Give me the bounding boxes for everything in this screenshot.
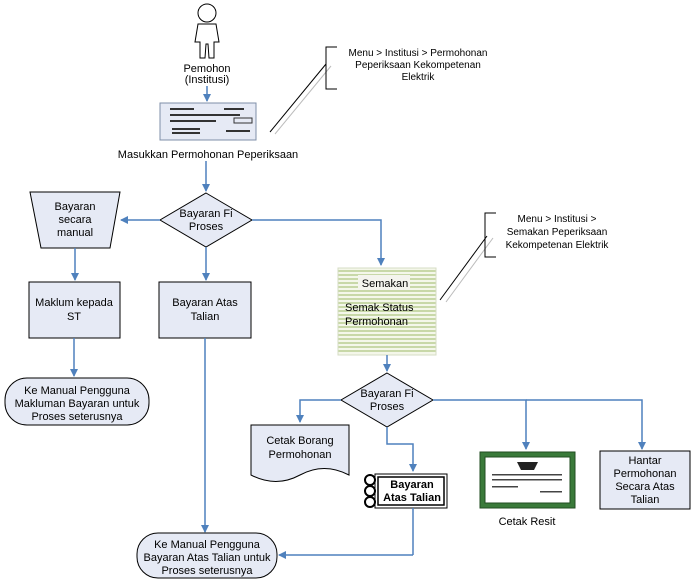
screen-stripe	[338, 306, 436, 308]
send-online-label: Hantar	[628, 455, 661, 467]
annotation-bracket	[325, 46, 337, 90]
manual-payment-label: secara	[58, 214, 92, 226]
flow-arrow	[296, 399, 341, 423]
screen-stripe	[338, 270, 436, 272]
screen-stripe	[338, 346, 436, 348]
screen-label: Semak Status	[345, 302, 414, 314]
send-online-label: Secara Atas	[615, 481, 675, 493]
online-payment-icon-label: Bayaran	[390, 479, 434, 491]
online-payment-icon	[364, 473, 448, 509]
screen-stripe	[338, 314, 436, 316]
screen-label: Permohonan	[345, 316, 408, 328]
annotation-top-text: Menu > Institusi > Permohonan	[349, 48, 488, 59]
manual-guide-2-label: Ke Manual Pengguna	[154, 539, 261, 551]
online-payment-node	[158, 281, 252, 339]
screen-stripe	[338, 318, 436, 320]
actor-label: (Institusi)	[185, 74, 230, 86]
annotation-mid-text: Semakan Peperiksaan	[507, 227, 608, 238]
decision-1-label: Bayaran Fi	[179, 208, 232, 220]
form-caption: Masukkan Permohonan Peperiksaan	[118, 149, 298, 161]
notify-st-label: Maklum kepada	[35, 297, 114, 309]
screen-title: Semakan	[362, 278, 408, 290]
print-form-label: Permohonan	[269, 449, 332, 461]
manual-guide-1-label: Proses seterusnya	[31, 411, 123, 423]
flow-arrow	[252, 219, 385, 266]
send-online-node	[599, 450, 691, 510]
annotation-connector	[439, 235, 488, 301]
manual-guide-1-label: Makluman Bayaran untuk	[15, 398, 140, 410]
manual-guide-1-label: Ke Manual Pengguna	[24, 385, 131, 397]
decision-2-label: Bayaran Fi	[360, 388, 413, 400]
screen-stripe	[338, 350, 436, 352]
screen-node	[337, 267, 437, 356]
screen-stripe	[338, 290, 436, 292]
screen-stripe	[338, 310, 436, 312]
send-online-label: Permohonan	[614, 468, 677, 480]
flow-arrow	[526, 399, 646, 450]
manual-payment-label: manual	[57, 227, 93, 239]
online-payment-label: Bayaran Atas	[172, 297, 238, 309]
decision-1	[159, 192, 253, 248]
decision-2-label: Proses	[370, 401, 405, 413]
flow-arrow	[433, 399, 530, 450]
manual-guide-2-node	[136, 532, 278, 579]
annotation-top-text: Peperiksaan Kekompetenan	[355, 60, 481, 71]
flow-arrow	[386, 427, 417, 472]
receipt-caption: Cetak Resit	[499, 516, 556, 528]
screen-stripe	[338, 330, 436, 332]
decision-2	[340, 372, 434, 428]
notify-st-node	[28, 281, 121, 339]
online-payment-label: Talian	[191, 311, 220, 323]
send-online-label: Talian	[631, 494, 660, 506]
annotation-connector	[445, 237, 494, 303]
notify-st-label: ST	[67, 311, 81, 323]
screen-stripe	[338, 294, 436, 296]
screen-stripe	[338, 326, 436, 328]
screen-stripe	[338, 298, 436, 300]
print-form-node	[250, 424, 350, 482]
online-payment-icon-label: Atas Talian	[383, 492, 441, 504]
annotation-bracket	[484, 212, 496, 258]
screen-stripe	[338, 302, 436, 304]
manual-payment-node	[29, 191, 121, 249]
annotation-mid-text: Menu > Institusi >	[518, 214, 597, 225]
annotation-connector	[274, 65, 332, 135]
decision-1-label: Proses	[189, 221, 224, 233]
person-icon	[194, 3, 220, 59]
screen-stripe	[338, 338, 436, 340]
annotation-mid-text: Kekompetenan Elektrik	[506, 240, 610, 251]
actor-label: Pemohon	[183, 63, 230, 75]
annotation-top-text: Elektrik	[402, 72, 436, 83]
manual-guide-1-node	[4, 377, 150, 426]
form-icon	[159, 102, 257, 141]
annotation-connector	[269, 63, 327, 133]
print-form-label: Cetak Borang	[266, 435, 333, 447]
manual-guide-2-label: Proses seterusnya	[161, 565, 253, 577]
manual-payment-label: Bayaran	[55, 201, 96, 213]
screen-stripe	[338, 342, 436, 344]
manual-guide-2-label: Bayaran Atas Talian untuk	[144, 552, 271, 564]
receipt-icon	[479, 451, 576, 509]
screen-stripe	[338, 322, 436, 324]
screen-stripe	[338, 334, 436, 336]
